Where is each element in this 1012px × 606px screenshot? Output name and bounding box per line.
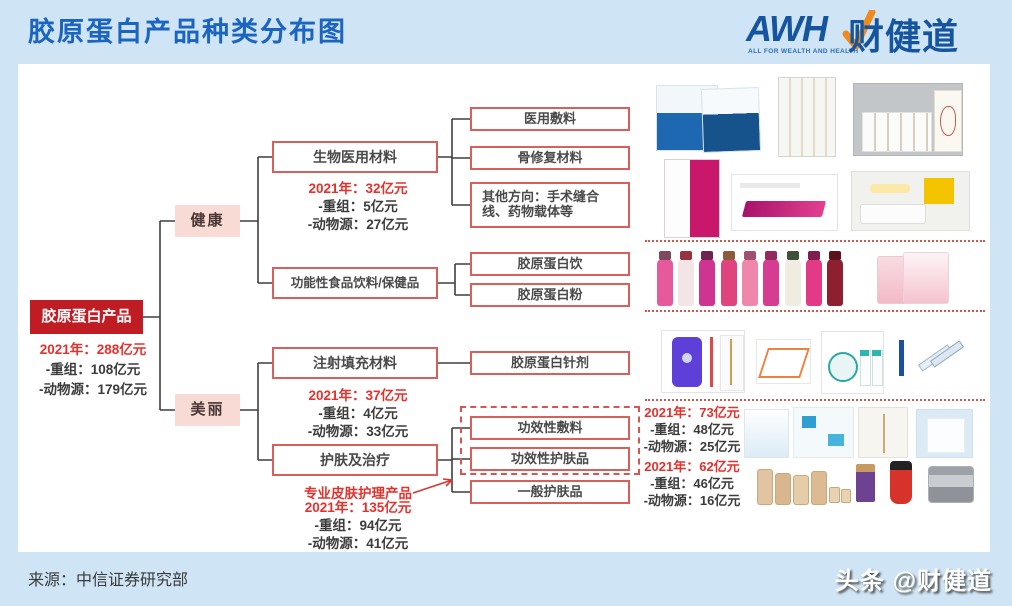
leaf-functional-dressing: 功效性敷料 (470, 416, 630, 440)
divider-dotted-1 (645, 240, 985, 242)
biomedical-stats: 2021年：32亿元 -重组：5亿元 -动物源：27亿元 (307, 181, 409, 232)
product-photo-vial-box (821, 331, 884, 394)
brand-logo: AWH ALL FOR WEALTH AND HEALTH 财健道 (746, 6, 996, 58)
product-photo-mask-box-3 (858, 407, 908, 458)
product-photo-injection-device-box (661, 330, 745, 393)
leaf-functional-skincare: 功效性护肤品 (470, 447, 630, 471)
product-photo-silver-jar (928, 466, 974, 503)
product-photo-mask-box-4 (916, 409, 973, 458)
product-photo-yellow-kit (851, 171, 970, 231)
leaf-medical-dressing: 医用敷料 (470, 107, 630, 131)
product-photo-mask-box-2 (793, 407, 854, 458)
node-skincare-treatment: 护肤及治疗 (272, 444, 438, 476)
leaf-collagen-powder: 胶原蛋白粉 (470, 283, 630, 307)
node-beauty: 美丽 (175, 394, 240, 426)
node-root: 胶原蛋白产品 (30, 300, 143, 334)
leaf-general-skincare: 一般护肤品 (470, 480, 630, 504)
injection-stats: 2021年：37亿元 -重组：4亿元 -动物源：33亿元 (307, 388, 409, 439)
page-title: 胶原蛋白产品种类分布图 (28, 17, 347, 47)
product-photo-syringe-box (756, 339, 811, 384)
functional-skincare-stats: 2021年：62亿元 -重组：46亿元 -动物源：16亿元 (643, 459, 741, 508)
functional-dressing-stats: 2021年：73亿元 -重组：48亿元 -动物源：25亿元 (643, 405, 741, 454)
leaf-bone-repair: 骨修复材料 (470, 146, 630, 170)
watermark-toutiao: 头条 @财健道 (834, 568, 992, 595)
skincare-stats: 2021年：135亿元 -重组：94亿元 -动物源：41亿元 (304, 500, 412, 551)
node-injection-filler: 注射填充材料 (272, 347, 438, 379)
note-arrow (412, 478, 453, 494)
product-photo-collagen-drinks (655, 250, 855, 308)
source-credit: 来源：中信证券研究部 (28, 572, 189, 589)
node-health: 健康 (175, 205, 240, 237)
leaf-other-directions: 其他方向：手术缝合线、药物载体等 (470, 182, 630, 228)
checkmark-icon (842, 10, 876, 50)
logo-tagline: ALL FOR WEALTH AND HEALTH (748, 48, 859, 55)
product-photo-mask-box-1 (744, 409, 789, 458)
product-photo-needle-kit (853, 83, 963, 156)
professional-skincare-group-box (460, 406, 640, 475)
leaf-collagen-injection: 胶原蛋白针剂 (470, 351, 630, 375)
product-photo-medical-dressing-box-2 (700, 87, 762, 153)
professional-skincare-note: 专业皮肤护理产品 (304, 486, 412, 501)
divider-dotted-2 (645, 310, 985, 312)
product-photo-purple-bottle (856, 464, 875, 502)
product-photo-tube-box (731, 174, 838, 231)
product-photo-collagen-powder-sachets (877, 252, 949, 305)
leaf-collagen-drink: 胶原蛋白饮 (470, 252, 630, 276)
node-biomedical-materials: 生物医用材料 (272, 141, 438, 173)
divider-dotted-3 (645, 399, 985, 401)
root-stats: 2021年：288亿元 -重组：108亿元 -动物源：179亿元 (38, 342, 148, 397)
node-functional-food: 功能性食品饮料/保健品 (272, 267, 438, 299)
product-photo-syringes (897, 338, 965, 380)
product-photo-suture-box (778, 77, 836, 157)
product-photo-red-bottle (890, 461, 912, 504)
product-photo-magenta-box (664, 159, 720, 238)
logo-awh-text: AWH (746, 8, 828, 49)
product-photo-tube-set (757, 463, 853, 505)
logo-brand-text: 财健道 (848, 16, 960, 57)
